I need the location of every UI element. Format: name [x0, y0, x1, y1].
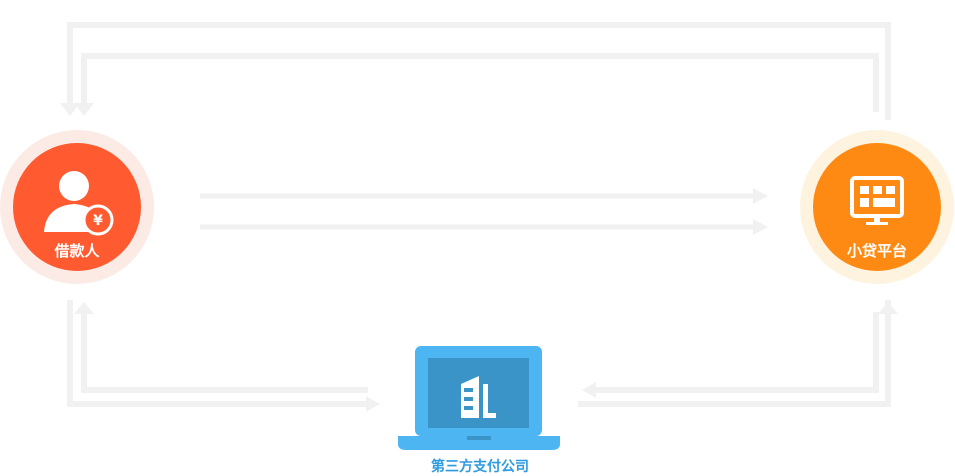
- svg-text:¥: ¥: [93, 213, 103, 229]
- bottom-left-inner-arrow: [74, 302, 368, 393]
- person-with-yen-icon: ¥: [44, 171, 114, 236]
- bottom-left-outer-arrow: [67, 300, 380, 412]
- middle-arrow-upper: [200, 188, 768, 204]
- payment-label: 第三方支付公司: [431, 459, 529, 475]
- borrower-node: ¥: [0, 130, 154, 284]
- platform-node: [800, 130, 954, 284]
- top-outer-arrow: [60, 22, 891, 120]
- top-inner-arrow: [74, 53, 879, 116]
- laptop-building-icon: [398, 346, 560, 450]
- platform-label: 小贷平台: [846, 242, 907, 260]
- borrower-label: 借款人: [54, 242, 100, 260]
- bottom-right-inner-arrow: [582, 312, 879, 398]
- middle-arrow-lower: [200, 219, 768, 235]
- payment-node: [398, 346, 560, 450]
- bottom-right-outer-arrow: [578, 300, 898, 407]
- monitor-dashboard-icon: [850, 176, 904, 225]
